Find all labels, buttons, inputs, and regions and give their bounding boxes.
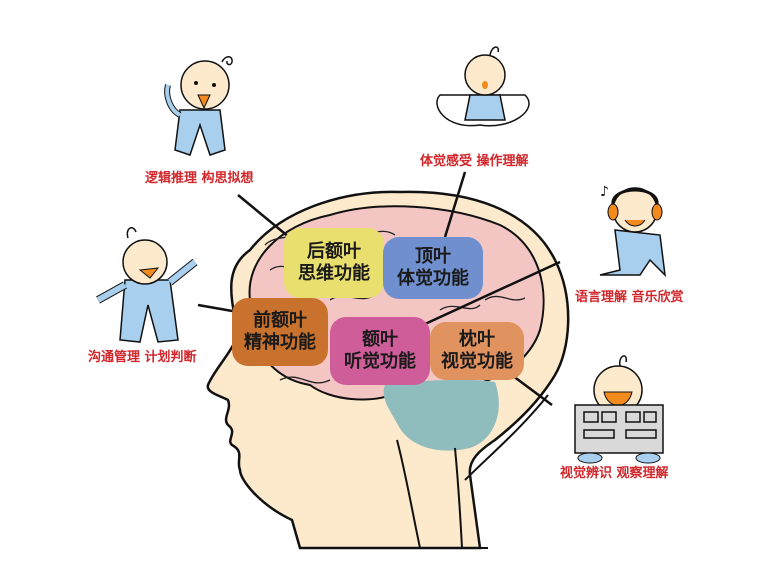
leader-lines bbox=[197, 171, 561, 407]
svg-text:♪: ♪ bbox=[600, 184, 609, 200]
caption-parietal: 体觉感受 操作理解 bbox=[420, 154, 529, 169]
region-function: 思维功能 bbox=[298, 263, 370, 284]
region-occipital: 枕叶 视觉功能 bbox=[430, 322, 524, 380]
region-posterior-frontal: 后额叶 思维功能 bbox=[284, 228, 384, 298]
caption-temporal: 语言理解 音乐欣赏 bbox=[575, 290, 684, 305]
region-name: 额叶 bbox=[362, 329, 398, 350]
baby-thinking-icon bbox=[164, 56, 233, 156]
caption-posterior-frontal: 逻辑推理 构思拟想 bbox=[145, 171, 254, 186]
region-function: 精神功能 bbox=[244, 332, 316, 353]
baby-music-icon: ♪ bbox=[599, 184, 667, 278]
caption-prefrontal: 沟通管理 计划判断 bbox=[88, 350, 197, 365]
region-temporal: 额叶 听觉功能 bbox=[330, 317, 430, 385]
region-name: 顶叶 bbox=[415, 246, 451, 267]
region-function: 视觉功能 bbox=[441, 351, 513, 372]
region-function: 体觉功能 bbox=[397, 268, 469, 289]
region-prefrontal: 前额叶 精神功能 bbox=[232, 298, 328, 366]
caption-occipital: 视觉辨识 观察理解 bbox=[560, 466, 669, 481]
region-name: 后额叶 bbox=[307, 241, 361, 262]
region-function: 听觉功能 bbox=[344, 351, 416, 372]
baby-reading-icon bbox=[574, 355, 664, 464]
region-name: 前额叶 bbox=[253, 310, 307, 331]
cerebellum bbox=[383, 379, 499, 451]
baby-laughing-icon bbox=[96, 227, 198, 343]
region-name: 枕叶 bbox=[459, 329, 495, 350]
baby-sleeping-icon bbox=[436, 46, 530, 127]
region-parietal: 顶叶 体觉功能 bbox=[383, 237, 483, 299]
